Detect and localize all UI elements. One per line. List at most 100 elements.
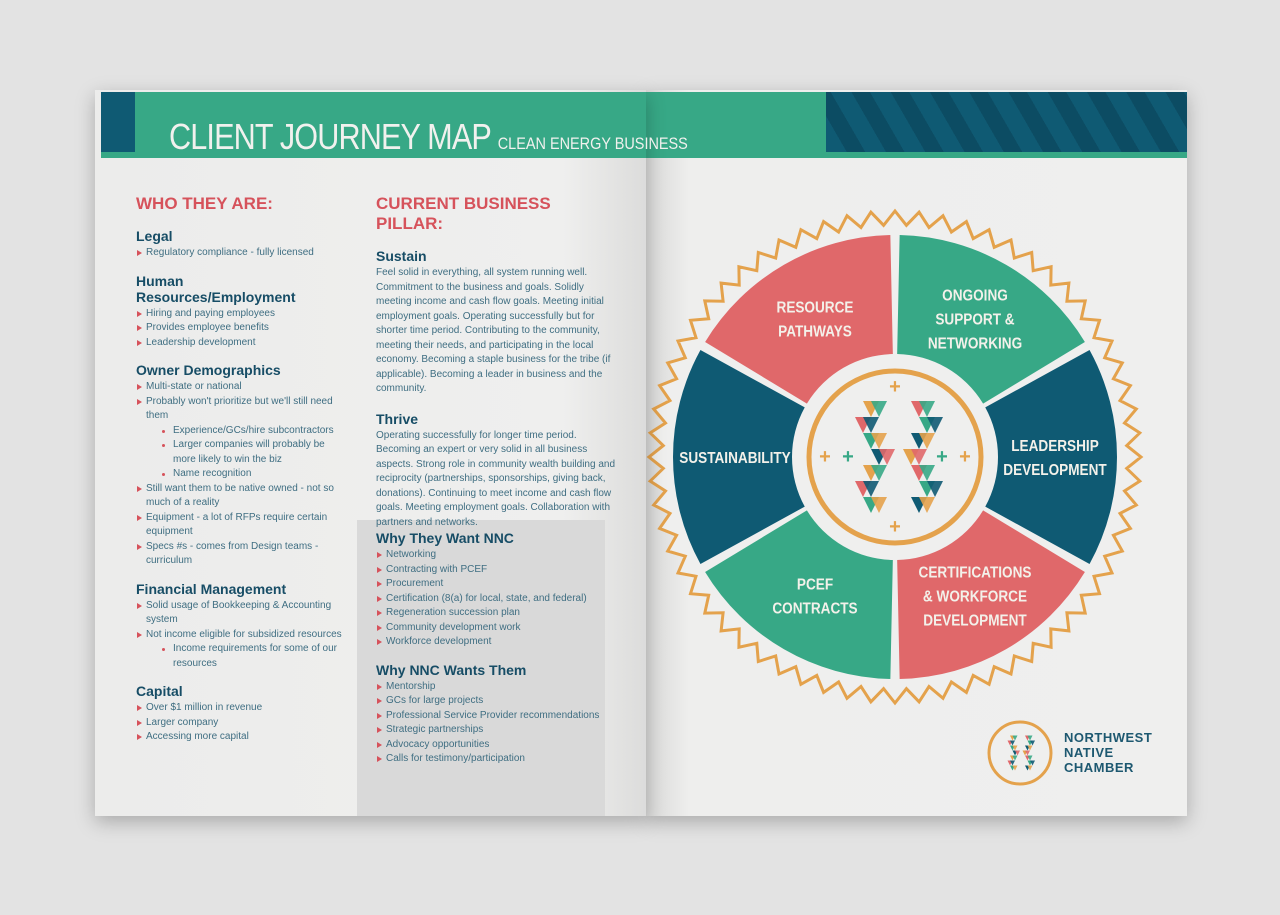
why-nnc-title: Why NNC Wants Them <box>376 661 527 678</box>
plus-icon: + <box>959 446 971 468</box>
pillar-column: CURRENT BUSINESS PILLAR: Sustain Feel so… <box>376 194 616 530</box>
list-item: Multi-state or national <box>136 380 346 395</box>
segment-label-line: SUSTAINABILITY <box>679 450 791 467</box>
pillar-heading: CURRENT BUSINESS PILLAR: <box>376 194 551 233</box>
logo-triangle <box>1030 740 1035 746</box>
wheel-segment <box>705 235 893 404</box>
segment-label-line: NETWORKING <box>928 336 1022 353</box>
section-list: Solid usage of Bookkeeping & Accounting … <box>136 599 346 672</box>
list-item: Professional Service Provider recommenda… <box>376 709 606 724</box>
list-item: Equipment - a lot of RFPs require certai… <box>136 511 346 540</box>
sustain-title: Sustain <box>376 248 427 264</box>
center-motif-triangle <box>919 401 935 417</box>
center-motif-triangle <box>871 497 887 513</box>
logo-triangle <box>1027 765 1033 771</box>
plus-icon: + <box>889 376 901 398</box>
list-item: Specs #s - comes from Design teams - cur… <box>136 540 346 569</box>
list-item: Probably won't prioritize but we'll stil… <box>136 395 346 424</box>
logo-triangle <box>1012 735 1018 741</box>
list-item: Accessing more capital <box>136 730 346 745</box>
chevron-decoration <box>101 92 135 152</box>
center-motif-triangle <box>871 465 887 481</box>
list-item: Networking <box>376 548 606 563</box>
list-item: Regeneration succession plan <box>376 606 606 621</box>
center-motif-triangle <box>911 449 927 465</box>
who-heading: WHO THEY ARE: <box>136 194 273 213</box>
segment-label-line: PATHWAYS <box>778 324 852 341</box>
list-item: Strategic partnerships <box>376 723 606 738</box>
section-title: Legal <box>136 228 173 244</box>
segment-label-line: CONTRACTS <box>772 601 857 618</box>
segment-label-line: CERTIFICATIONS <box>919 565 1032 582</box>
segment-label-line: DEVELOPMENT <box>923 613 1026 630</box>
center-motif-triangle <box>879 449 895 465</box>
section-title: Owner Demographics <box>136 362 281 378</box>
section-title: Human Resources/Employment <box>136 272 296 305</box>
list-item: Hiring and paying employees <box>136 307 346 322</box>
list-item: Still want them to be native owned - not… <box>136 482 346 511</box>
section-title: Financial Management <box>136 580 287 597</box>
list-item: Experience/GCs/hire subcontractors <box>136 424 346 439</box>
wheel-segment <box>705 510 893 679</box>
list-item: Leadership development <box>136 336 346 351</box>
plus-icon: + <box>842 446 854 468</box>
list-item: Contracting with PCEF <box>376 563 606 578</box>
section-list: Regulatory compliance - fully licensed <box>136 246 346 261</box>
list-item: Larger company <box>136 716 346 731</box>
list-item: Not income eligible for subsidized resou… <box>136 628 346 643</box>
why-box <box>357 520 605 816</box>
why-they-title: Why They Want NNC <box>376 530 514 546</box>
logo-triangle <box>1030 760 1035 766</box>
center-motif-triangle <box>871 433 887 449</box>
segment-label: ONGOING SUPPORT & NETWORKING <box>928 288 1022 353</box>
page-subtitle: CLEAN ENERGY BUSINESS <box>497 134 688 153</box>
list-item: GCs for large projects <box>376 694 606 709</box>
logo-triangle <box>1027 735 1033 741</box>
center-motif-triangle <box>927 417 943 433</box>
logo-triangle <box>1027 745 1033 751</box>
wheel-segment <box>673 350 805 564</box>
list-item: Advocacy opportunities <box>376 738 606 753</box>
logo-triangle <box>1025 750 1030 756</box>
plus-icon: + <box>889 516 901 538</box>
segment-label: PCEF CONTRACTS <box>772 577 857 618</box>
segment-label: SUSTAINABILITY <box>679 450 791 467</box>
wheel-segment <box>985 350 1117 564</box>
list-item: Provides employee benefits <box>136 321 346 336</box>
wheel-segment <box>897 235 1085 404</box>
list-item: Regulatory compliance - fully licensed <box>136 246 346 261</box>
logo-triangle <box>1010 740 1015 746</box>
plus-icon: + <box>936 446 948 468</box>
list-item: Calls for testimony/participation <box>376 752 606 767</box>
list-item: Procurement <box>376 577 606 592</box>
thrive-title: Thrive <box>376 410 419 427</box>
sustain-text: Feel solid in everything, all system run… <box>376 267 611 394</box>
center-motif-triangle <box>919 433 935 449</box>
wheel-segment <box>897 510 1085 679</box>
segment-label: RESOURCE PATHWAYS <box>777 300 854 341</box>
logo-triangle <box>1010 760 1015 766</box>
segment-label-line: RESOURCE <box>777 300 854 317</box>
thrive-text: Operating successfully for longer time p… <box>376 429 616 528</box>
center-disc <box>799 361 991 553</box>
segment-label-line: SUPPORT & <box>935 312 1015 329</box>
list-item: Community development work <box>376 621 606 636</box>
list-item: Mentorship <box>376 680 606 695</box>
segment-label-line: PCEF <box>797 577 833 594</box>
segment-label-line: ONGOING <box>942 288 1008 305</box>
list-item: Solid usage of Bookkeeping & Accounting … <box>136 599 346 628</box>
list-item: Certification (8(a) for local, state, an… <box>376 592 606 607</box>
list-item: Income requirements for some of our reso… <box>136 642 346 671</box>
logo-text: NORTHWEST NATIVE CHAMBER <box>1064 730 1153 775</box>
logo-triangle <box>1012 765 1018 771</box>
